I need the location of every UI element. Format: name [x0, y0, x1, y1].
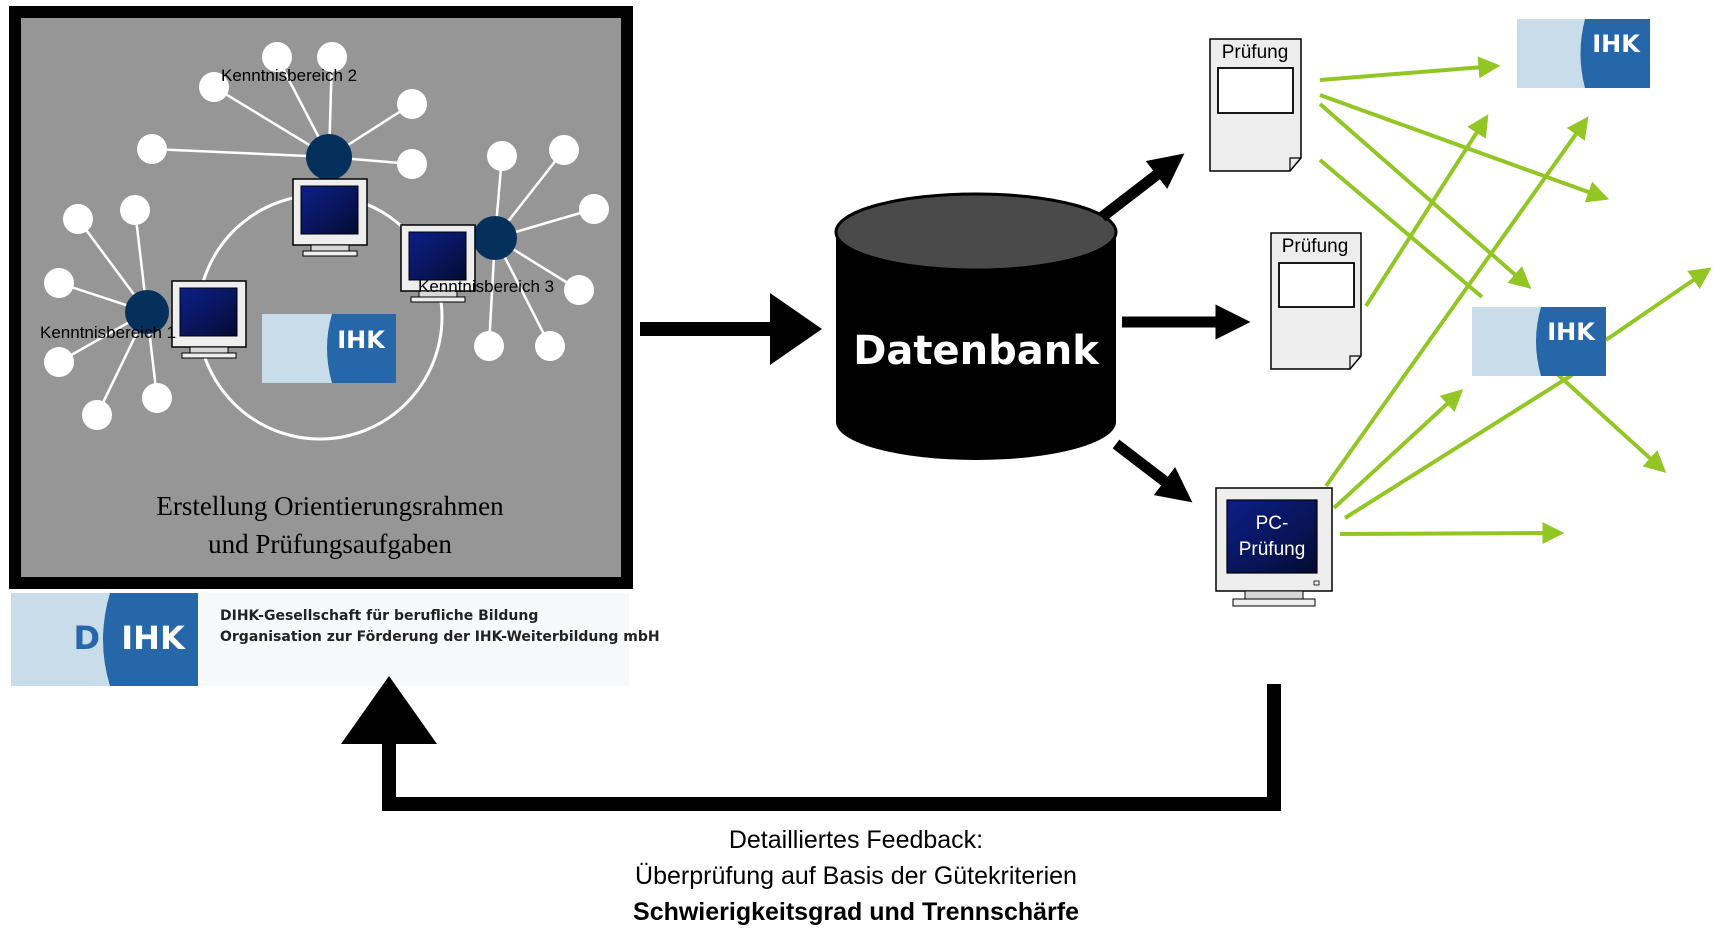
knowledge-area-2-network	[137, 42, 427, 180]
exam-distribution-arrows	[1318, 56, 1712, 545]
feedback-criteria: Schwierigkeitsgrad und Trennschärfe	[633, 898, 1079, 926]
pc-exam-label-line-2: Prüfung	[1239, 539, 1306, 560]
feedback-text: Detailliertes Feedback: Überprüfung auf …	[633, 826, 1079, 926]
knowledge-area-label: Kenntnisbereich 1	[40, 323, 176, 342]
monitor-icon	[400, 224, 476, 303]
svg-text:IHK: IHK	[1592, 30, 1641, 58]
dihk-name: DIHK-Gesellschaft für berufliche Bildung	[220, 608, 538, 624]
ihk-logo: IHK	[262, 314, 396, 383]
arrow-to-pc-exam	[1112, 439, 1193, 503]
feedback-title: Detailliertes Feedback:	[729, 826, 983, 854]
workshop-panel: Kenntnisbereich 2 Kenntnisbereich 1 Kenn…	[9, 6, 633, 589]
pc-exam-label-line-1: PC-	[1256, 513, 1289, 534]
paper-exam-document: Prüfung	[1270, 232, 1362, 370]
paper-exam-label: Prüfung	[1222, 42, 1289, 63]
svg-text:D: D	[73, 619, 100, 657]
svg-text:IHK: IHK	[1547, 318, 1596, 346]
feedback-basis: Überprüfung auf Basis der Gütekriterien	[635, 862, 1077, 890]
pc-exam-monitor-icon: PC- Prüfung	[1215, 487, 1333, 607]
arrow-to-paper-exam-1	[1098, 153, 1185, 222]
database-cylinder-icon: Datenbank	[834, 192, 1118, 460]
feedback-loop-arrow	[341, 676, 1281, 811]
dihk-logo-block: D IHK DIHK-Gesellschaft für berufliche B…	[11, 593, 660, 686]
knowledge-area-2-hub	[306, 134, 352, 180]
monitor-icon	[292, 178, 368, 257]
workshop-caption-line-1: Erstellung Orientierungsrahmen	[156, 491, 504, 521]
ihk-logo: IHK	[1472, 307, 1606, 376]
knowledge-area-label: Kenntnisbereich 3	[418, 277, 554, 296]
knowledge-area-3-network	[473, 135, 609, 361]
knowledge-area-1-network	[44, 195, 172, 430]
ihk-logo: IHK	[1517, 19, 1650, 88]
arrow-to-database	[640, 293, 822, 365]
paper-exam-label: Prüfung	[1282, 236, 1349, 257]
svg-text:IHK: IHK	[337, 326, 386, 354]
workshop-caption-line-2: und Prüfungsaufgaben	[208, 529, 452, 559]
knowledge-area-3-hub	[473, 216, 517, 260]
distribution-arrows	[1098, 153, 1251, 503]
dihk-subtitle: Organisation zur Förderung der IHK-Weite…	[220, 629, 660, 645]
knowledge-area-1-hub	[125, 290, 169, 334]
database-label: Datenbank	[853, 328, 1100, 374]
paper-exam-document: Prüfung	[1209, 38, 1302, 172]
knowledge-area-label: Kenntnisbereich 2	[221, 66, 357, 85]
svg-text:IHK: IHK	[121, 619, 186, 657]
monitor-icon	[171, 280, 247, 359]
